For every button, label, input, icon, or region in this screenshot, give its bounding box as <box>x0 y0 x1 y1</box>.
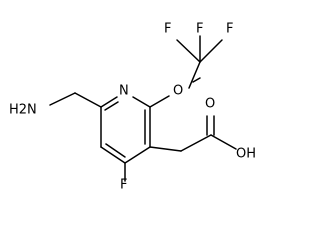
bonds <box>49 35 237 182</box>
bond-c3-c4 <box>124 146 151 164</box>
atom-o-carbonyl: O <box>205 97 215 112</box>
bond-ch2-n <box>49 92 76 106</box>
bond-c4-c5-inner <box>105 143 126 158</box>
bond-n-c6 <box>100 96 118 108</box>
bond-n-c2 <box>132 96 151 108</box>
bond-ch2-cooh <box>180 134 212 152</box>
bond-c2-o <box>149 95 170 108</box>
bond-o-cf3 <box>192 77 201 83</box>
bond-n-c6-inner <box>104 101 119 111</box>
atom-f-top-left: F <box>164 22 171 37</box>
bond-o-cf3-link <box>188 61 201 89</box>
bond-c6-ch2 <box>74 92 102 108</box>
bond-cf3-f-right <box>199 39 223 63</box>
molecule-structure: N O F F F F H2N O OH <box>9 22 256 193</box>
bond-c-oh <box>210 134 237 150</box>
atom-o-ether: O <box>173 84 183 99</box>
atom-amine: H2N <box>9 103 37 118</box>
bond-c4-c5 <box>100 146 126 164</box>
atom-n-ring: N <box>119 84 129 99</box>
bond-c3-ch2 <box>149 146 182 152</box>
atom-labels: N O F F F F H2N O OH <box>9 22 256 193</box>
atom-f-left: F <box>196 22 203 37</box>
atom-f-ring: F <box>120 178 127 193</box>
atom-f-top-right: F <box>226 22 233 37</box>
atom-hydroxyl: OH <box>236 147 256 162</box>
bond-cf3-f-left <box>176 39 201 63</box>
